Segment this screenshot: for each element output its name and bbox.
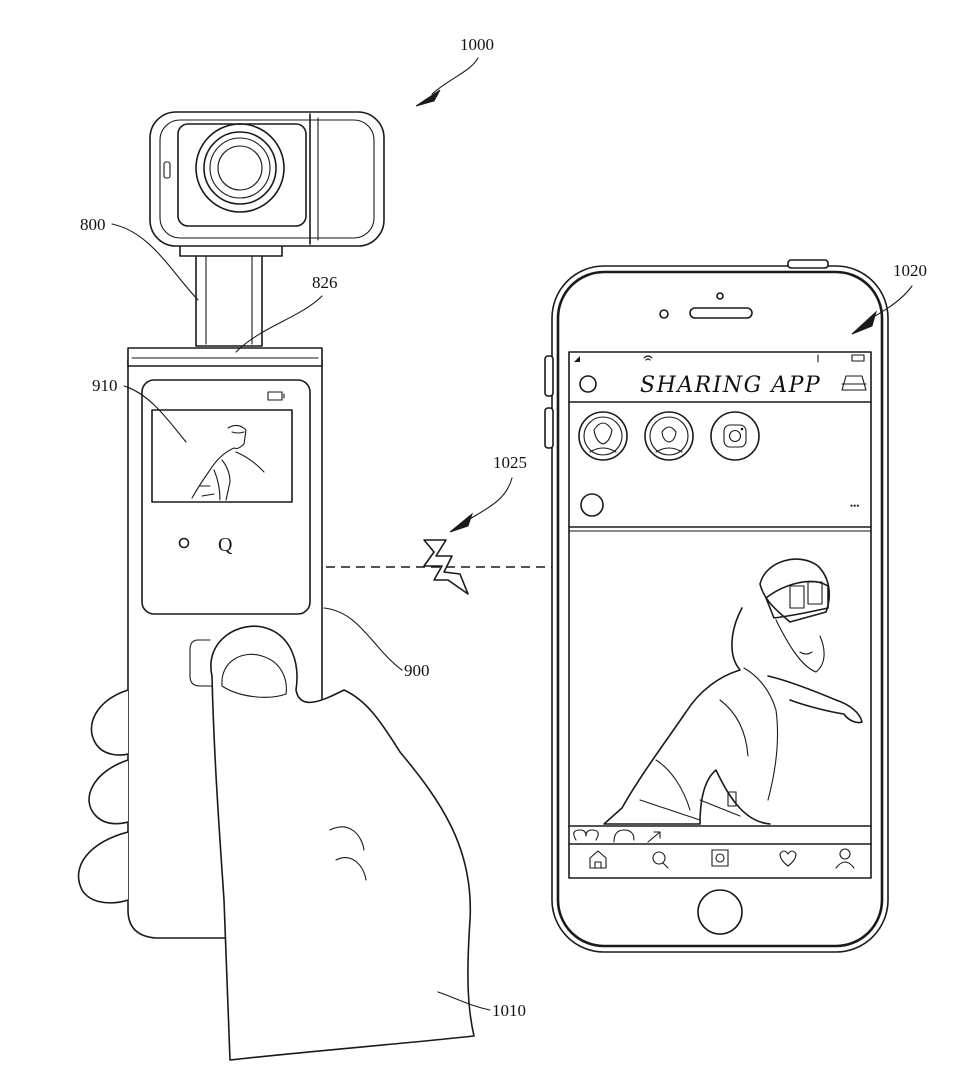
ref-label-800: 800: [80, 215, 106, 234]
ref-1025-arrowhead: [449, 512, 474, 533]
ref-900-leader: [323, 607, 403, 671]
ref-1000-leader: [431, 57, 479, 95]
ref-826-leader: [235, 295, 323, 353]
gimbal-camera: 800: [80, 111, 385, 347]
ref-label-1020: 1020: [893, 261, 927, 280]
record-dot-icon[interactable]: [178, 537, 190, 549]
post-more-glyph[interactable]: •••: [850, 501, 859, 511]
phone-power-button: [787, 259, 829, 269]
proximity-sensor: [659, 309, 669, 319]
ref-label-1025: 1025: [493, 453, 527, 472]
hand-finger-lower: [77, 831, 129, 904]
home-icon[interactable]: [589, 850, 607, 869]
battery-icon: [267, 391, 283, 401]
camera-indicator-light: [163, 161, 171, 179]
new-post-icon[interactable]: [711, 849, 729, 867]
handle-top-cap: [127, 347, 323, 367]
like-icon[interactable]: [573, 829, 599, 841]
earpiece-speaker: [689, 307, 753, 319]
lens-outer-ring: [195, 123, 285, 213]
lightning-bolt-icon: [423, 539, 469, 595]
ref-1010-leader: [437, 991, 491, 1011]
inbox-icon[interactable]: [841, 375, 867, 391]
story-avatar-3[interactable]: [710, 411, 760, 461]
story-avatar-2[interactable]: [644, 411, 694, 461]
ref-1000-group: 1000: [415, 35, 494, 107]
search-icon[interactable]: [652, 851, 666, 865]
ref-label-1010: 1010: [492, 1001, 526, 1020]
handle-button: [189, 639, 213, 687]
goggles: [765, 580, 829, 619]
bottom-nav: [589, 848, 855, 869]
stories-row: [578, 411, 760, 461]
ref-label-900: 900: [404, 661, 430, 680]
lens-ring: [203, 131, 277, 205]
activity-icon[interactable]: [779, 850, 797, 867]
helmet: [759, 558, 831, 623]
wifi-icon: [643, 355, 653, 361]
ref-label-910: 910: [92, 376, 118, 395]
jacket: [603, 607, 771, 825]
hand-finger-upper: [90, 689, 129, 756]
profile-tab-icon[interactable]: [839, 848, 851, 860]
ref-label-1000: 1000: [460, 35, 494, 54]
hand-thumb-palm: [210, 625, 475, 1061]
profile-icon[interactable]: [579, 375, 597, 393]
face: [775, 619, 825, 673]
phone-screen: [568, 351, 872, 879]
story-avatar-1[interactable]: [578, 411, 628, 461]
post-image: [603, 558, 863, 825]
phone-volume-up: [544, 355, 554, 397]
phone-volume-down: [544, 407, 554, 449]
camera-logo-icon: [723, 424, 747, 448]
share-icon[interactable]: [647, 831, 661, 843]
wireless-link: 1025: [326, 453, 552, 595]
thumbnail: [221, 653, 287, 698]
ref-1020-arrowhead: [851, 310, 877, 335]
home-button[interactable]: [697, 889, 743, 935]
phone-battery-icon: [851, 354, 865, 362]
search-glyph: Q: [218, 534, 233, 556]
comment-icon[interactable]: [613, 829, 635, 843]
ref-label-826: 826: [312, 273, 338, 292]
outstretched-arm: [767, 675, 863, 724]
app-title: SHARING APP: [640, 373, 821, 398]
camera-preview-image: [191, 424, 265, 501]
ref-800-leader: [111, 223, 199, 301]
ref-1025-leader: [467, 477, 513, 521]
front-camera: [716, 292, 724, 300]
lens-glass: [209, 137, 271, 199]
hand: 1010: [77, 625, 526, 1061]
ref-1000-arrowhead: [415, 89, 441, 107]
smartphone: SHARING APP •••: [544, 259, 927, 953]
ref-910-leader: [123, 385, 187, 443]
signal-icon: [574, 356, 580, 362]
hand-finger-middle: [88, 759, 129, 825]
post-author-avatar[interactable]: [580, 493, 604, 517]
